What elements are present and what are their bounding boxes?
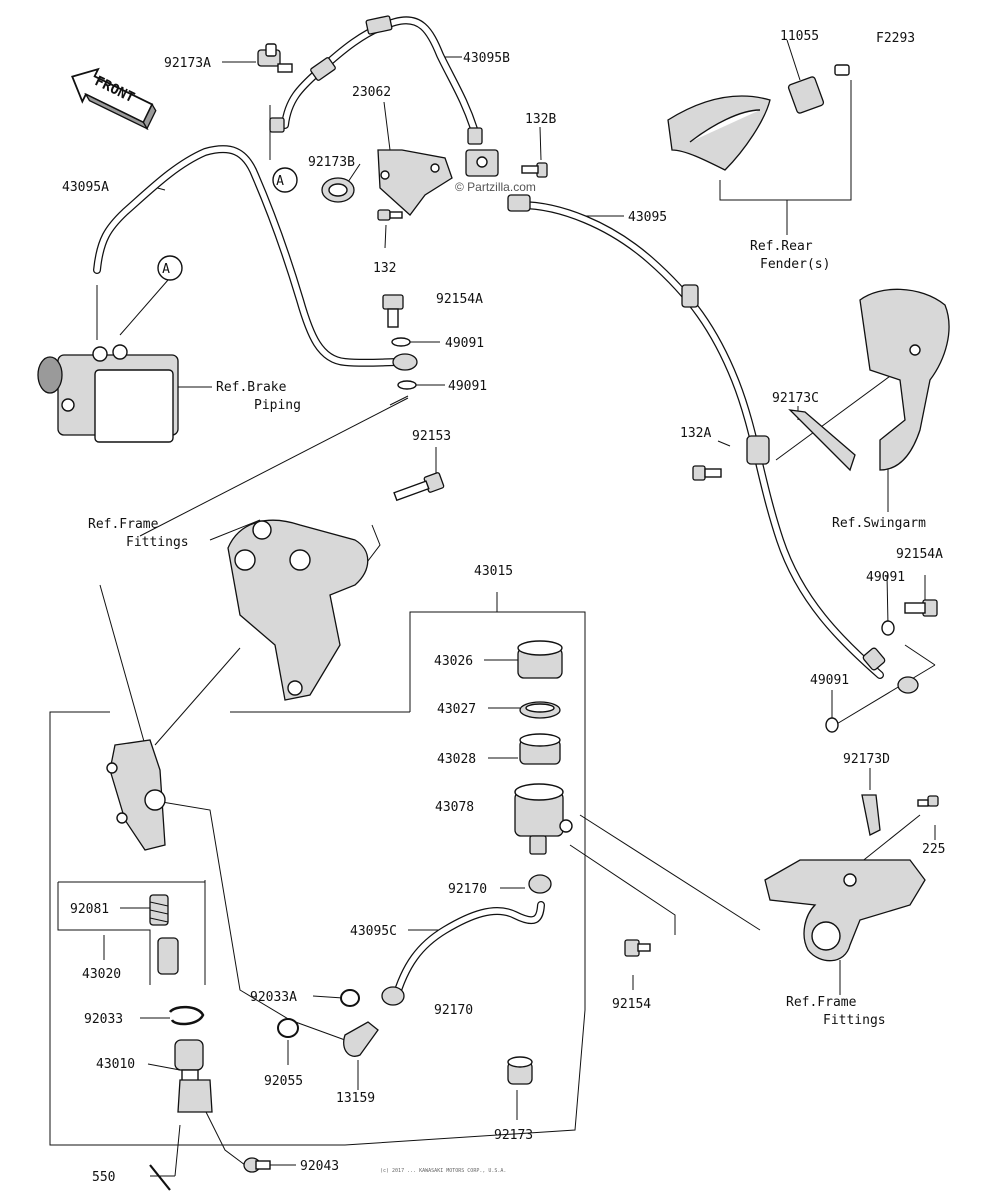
banjo-bolt-92154a-right	[904, 599, 938, 617]
label-92033: 92033	[84, 1012, 123, 1027]
label-92170-b: 92170	[434, 1003, 473, 1018]
label-43078: 43078	[435, 800, 474, 815]
ref-frame-top-2: Fittings	[126, 535, 189, 550]
label-132: 132	[373, 261, 396, 276]
reservoir-43078	[514, 783, 573, 855]
label-43095: 43095	[628, 210, 667, 225]
ref-frame-bottom-2: Fittings	[823, 1013, 886, 1028]
label-92170-a: 92170	[448, 882, 487, 897]
swingarm	[859, 288, 950, 471]
bolt-92153	[393, 472, 445, 502]
rear-fender	[667, 64, 850, 171]
fitting-13159	[343, 1021, 379, 1057]
bracket-92173c	[788, 409, 856, 472]
clamp-92173	[507, 1056, 533, 1085]
label-92081: 92081	[70, 902, 109, 917]
ref-brake-piping-2: Piping	[254, 398, 301, 413]
label-92173c: 92173C	[772, 391, 819, 406]
ref-swingarm: Ref.Swingarm	[832, 516, 926, 531]
bolt-132	[377, 209, 403, 221]
label-43027: 43027	[437, 702, 476, 717]
frame-bracket-right	[764, 859, 926, 962]
label-49091-d: 49091	[810, 673, 849, 688]
pin-92043	[243, 1157, 271, 1173]
label-43026: 43026	[434, 654, 473, 669]
piston-43020	[157, 937, 179, 975]
fitting	[269, 117, 285, 133]
label-92033a: 92033A	[250, 990, 297, 1005]
label-550: 550	[92, 1170, 115, 1185]
label-43095b: 43095B	[463, 51, 510, 66]
label-132b: 132B	[525, 112, 556, 127]
fitting	[365, 15, 393, 35]
label-92154a-right: 92154A	[896, 547, 943, 562]
label-132a: 132A	[680, 426, 711, 441]
master-cylinder	[106, 739, 166, 851]
bolt-132b	[521, 162, 548, 178]
ref-brake-piping-1: Ref.Brake	[216, 380, 287, 395]
label-92043: 92043	[300, 1159, 339, 1174]
label-92055: 92055	[264, 1074, 303, 1089]
callout-a-top-text: A	[276, 174, 284, 189]
label-43020: 43020	[82, 967, 121, 982]
label-43010: 43010	[96, 1057, 135, 1072]
clamp-92173b	[321, 177, 355, 203]
label-49091-b: 49091	[448, 379, 487, 394]
ref-rear-fender-1: Ref.Rear	[750, 239, 813, 254]
fitting	[310, 57, 336, 81]
label-43015: 43015	[474, 564, 513, 579]
abs-unit	[37, 344, 179, 443]
label-92173d: 92173D	[843, 752, 890, 767]
label-225: 225	[922, 842, 945, 857]
banjo-bolt-92154a	[382, 294, 404, 328]
bolt-92154	[624, 939, 651, 957]
ref-frame-top-1: Ref.Frame	[88, 517, 159, 532]
diaphragm-43028	[519, 733, 561, 765]
reservoir-cap-43026	[517, 640, 563, 679]
text-layer: FRONT F2293 © Partzilla.com A A 92173A 4…	[62, 29, 945, 1185]
bracket-23062	[377, 149, 453, 216]
label-92173a: 92173A	[164, 56, 211, 71]
label-43028: 43028	[437, 752, 476, 767]
fitting	[467, 127, 483, 145]
callout-a-top	[272, 167, 298, 193]
label-43095c: 43095C	[350, 924, 397, 939]
label-92153: 92153	[412, 429, 451, 444]
label-49091-a: 49091	[445, 336, 484, 351]
callout-a-left-text: A	[162, 262, 170, 277]
label-43095a: 43095A	[62, 180, 109, 195]
label-92154: 92154	[612, 997, 651, 1012]
footer-fine-print: (c) 2017 ... KAWASAKI MOTORS CORP., U.S.…	[380, 1168, 506, 1174]
hoses	[93, 16, 884, 1004]
label-13159: 13159	[336, 1091, 375, 1106]
front-arrow	[71, 67, 157, 131]
ref-rear-fender-2: Fender(s)	[760, 257, 830, 272]
part-shapes	[37, 15, 950, 1191]
label-23062: 23062	[352, 85, 391, 100]
label-92154a-top: 92154A	[436, 292, 483, 307]
label-11055: 11055	[780, 29, 819, 44]
frame-bracket-left	[227, 519, 369, 701]
label-92173: 92173	[494, 1128, 533, 1143]
spring-92081	[149, 894, 169, 926]
bracket-92173d	[861, 794, 881, 836]
diagram-code: F2293	[876, 31, 915, 46]
callout-a-left	[157, 255, 183, 281]
watermark: © Partzilla.com	[455, 180, 536, 194]
push-rod-43010	[174, 1039, 213, 1113]
label-92173b: 92173B	[308, 155, 355, 170]
plate-43027	[519, 701, 561, 719]
clip-92173a	[257, 43, 293, 73]
label-49091-c: 49091	[866, 570, 905, 585]
ref-frame-bottom-1: Ref.Frame	[786, 995, 857, 1010]
